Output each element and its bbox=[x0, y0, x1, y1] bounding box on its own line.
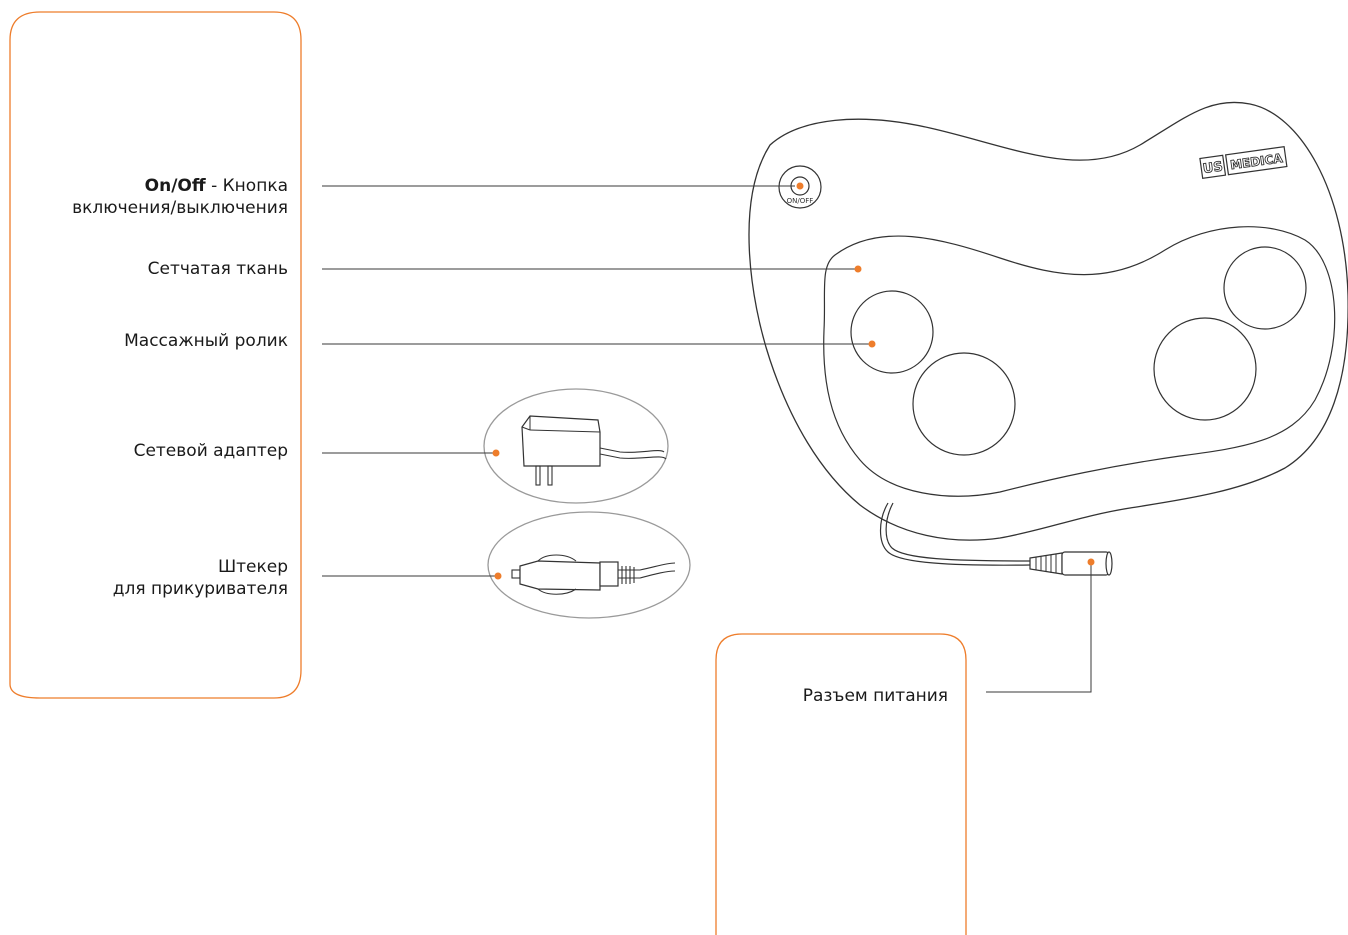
label-car-plug: Штекер для прикуривателя bbox=[113, 556, 288, 600]
leader-power-jack bbox=[986, 562, 1092, 693]
brand-logo-medica: MEDICA bbox=[1229, 151, 1284, 172]
label-adapter: Сетевой адаптер bbox=[133, 441, 288, 461]
label-on-off: On/Off - Кнопка включения/выключения bbox=[72, 175, 288, 219]
adapter-inset bbox=[483, 388, 669, 504]
label-panel-left bbox=[9, 11, 302, 699]
mesh-panel bbox=[823, 226, 1336, 497]
massage-roller bbox=[912, 352, 1016, 456]
car-plug-inset bbox=[487, 511, 691, 619]
label-mesh: Сетчатая ткань bbox=[147, 259, 288, 279]
label-on-off-line2: включения/выключения bbox=[72, 198, 288, 218]
label-on-off-rest: - Кнопка bbox=[205, 176, 288, 196]
on-off-button bbox=[778, 165, 822, 209]
massage-roller bbox=[1153, 317, 1257, 421]
marker-dot bbox=[854, 265, 862, 273]
marker-dot bbox=[868, 340, 876, 348]
label-on-off-bold: On/Off bbox=[144, 176, 206, 196]
marker-dot bbox=[796, 182, 804, 190]
label-car-plug-line1: Штекер bbox=[217, 557, 288, 577]
label-power-jack: Разъем питания bbox=[802, 686, 948, 706]
label-roller: Массажный ролик bbox=[124, 331, 288, 351]
power-cable bbox=[879, 502, 1031, 566]
marker-dot bbox=[494, 572, 502, 580]
brand-logo: US MEDICA bbox=[1199, 146, 1288, 179]
on-off-button-text: ON/OFF bbox=[787, 197, 814, 205]
marker-dot bbox=[492, 449, 500, 457]
marker-dot bbox=[1087, 558, 1095, 566]
label-car-plug-line2: для прикуривателя bbox=[112, 579, 288, 599]
massager-body bbox=[748, 101, 1348, 541]
label-panel-bottom bbox=[715, 633, 967, 935]
massage-roller bbox=[1223, 246, 1307, 330]
brand-logo-us: US bbox=[1202, 159, 1224, 177]
massage-roller bbox=[850, 290, 934, 374]
power-jack bbox=[1029, 551, 1113, 576]
